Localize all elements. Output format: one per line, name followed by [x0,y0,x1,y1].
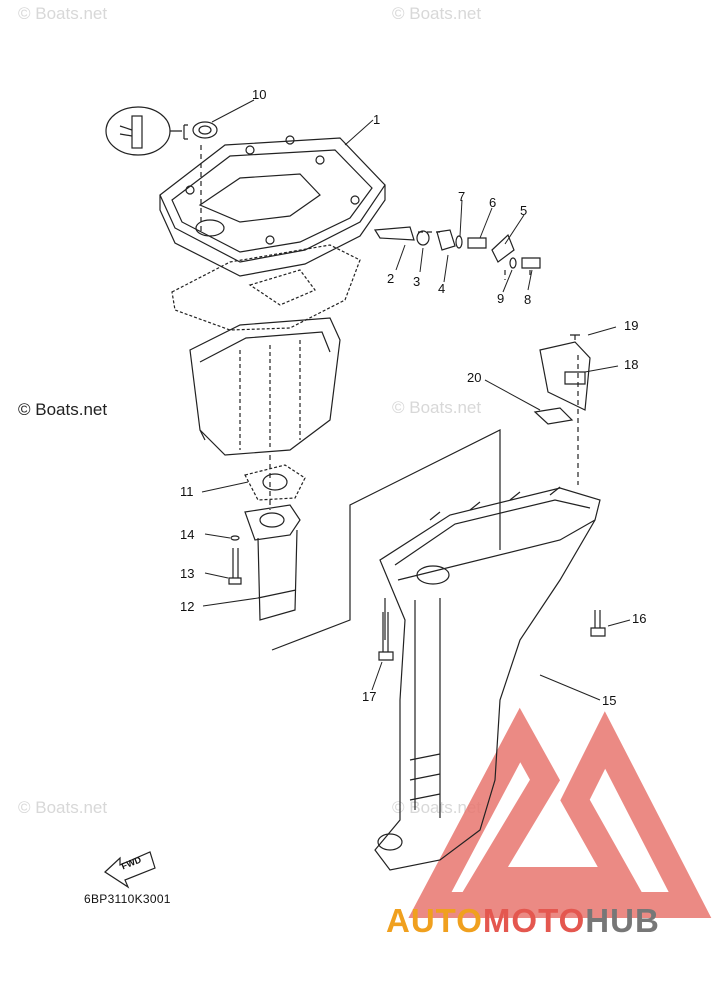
fwd-arrow-icon [104,851,156,889]
callout-6: 6 [489,195,497,210]
bolts [378,610,606,661]
watermark-middle-left: © Boats.net [18,400,108,419]
oil-pan [189,317,341,456]
callout-16: 16 [632,611,647,626]
brand-part-auto: AUTO [386,902,483,939]
alignment-lines [200,145,579,510]
watermark-middle-right: © Boats.net [392,398,482,417]
upper-casing [159,135,386,277]
callout-19: 19 [624,318,639,333]
callout-leaders [201,99,631,701]
callout-9: 9 [497,291,505,306]
leader-lines [271,429,501,651]
callout-5: 5 [520,203,528,218]
bracket-assembly [533,334,591,425]
callout-3: 3 [413,274,421,289]
callout-17: 17 [362,689,377,704]
seal-detail-inset [105,106,218,156]
callout-7: 7 [458,189,466,204]
watermark-top-right: © Boats.net [392,4,482,23]
collar-parts [228,464,306,621]
callout-15: 15 [602,693,617,708]
lower-casing [374,486,601,871]
callout-13: 13 [180,566,195,581]
watermark-bottom-mid: © Boats.net [392,798,482,817]
brand-part-hub: HUB [585,902,660,939]
diagram-code: 6BP3110K3001 [84,892,171,906]
callout-11: 11 [180,484,194,499]
shift-parts [373,226,541,269]
gasket [171,244,361,331]
watermark-top-left: © Boats.net [18,4,108,23]
watermark-bottom-left: © Boats.net [18,798,108,817]
callout-8: 8 [524,292,532,307]
callout-2: 2 [387,271,395,286]
callout-18: 18 [624,357,639,372]
callout-20: 20 [467,370,482,385]
callout-1: 1 [373,112,381,127]
callout-10: 10 [252,87,267,102]
callout-4: 4 [438,281,446,296]
brand-wordmark: AUTOMOTOHUB [386,902,660,940]
callout-12: 12 [180,599,195,614]
callout-14: 14 [180,527,195,542]
brand-part-moto: MOTO [482,902,586,939]
